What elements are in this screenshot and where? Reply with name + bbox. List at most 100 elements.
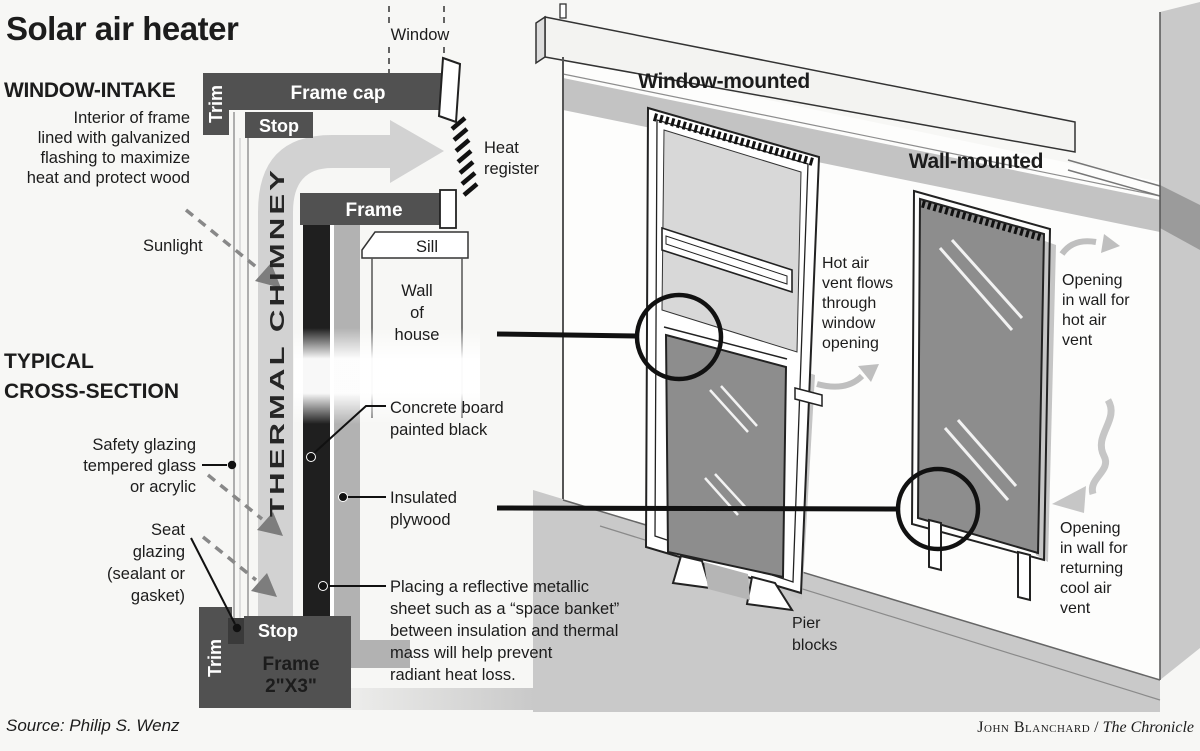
svg-text:Hot air: Hot air [822, 255, 870, 272]
svg-text:through: through [822, 295, 876, 312]
svg-text:house: house [395, 326, 440, 344]
opening-hot-label: Opening in wall for hot air vent [1062, 272, 1130, 349]
trim-top-box [203, 73, 229, 135]
callout-connectors [496, 292, 981, 552]
svg-text:2"X3": 2"X3" [265, 676, 317, 697]
source-credit: Source: Philip S. Wenz [6, 716, 180, 735]
safety-glazing-label: Safety glazing tempered glass or acrylic [83, 436, 196, 496]
bottom-filler-block [312, 616, 351, 644]
house-exterior-scene: Window-mounted Wall-mounted Hot air vent… [300, 2, 1200, 712]
opening-cool-label: Opening in wall for returning cool air v… [1060, 520, 1128, 617]
credit-separator: / [1090, 719, 1102, 736]
wall-mounted-title: Wall-mounted [909, 150, 1043, 173]
insulated-plywood-label: Insulated plywood [390, 489, 457, 529]
thermal-chimney-label: THERMAL CHIMNEY [267, 167, 289, 517]
svg-text:register: register [484, 160, 540, 178]
solar-collector-panel [664, 333, 788, 579]
frame-bottom-label: Frame 2"X3" [262, 654, 319, 697]
frame-mid-box [300, 193, 447, 225]
svg-text:gasket): gasket) [131, 587, 185, 605]
window-sash-bar [661, 226, 793, 294]
frame-mid-label: Frame [345, 200, 402, 221]
airflow-arrows [816, 234, 1120, 513]
trim-bottom-label: Trim [205, 639, 225, 677]
publication-name: The Chronicle [1103, 719, 1194, 736]
window-intake-heading: WINDOW-INTAKE [4, 79, 176, 102]
concrete-board-label: Concrete board painted black [390, 399, 504, 439]
page-title: Solar air heater [6, 10, 239, 47]
svg-text:painted black: painted black [390, 421, 488, 439]
hot-air-flow-arrowhead [858, 364, 879, 382]
svg-text:in wall for: in wall for [1060, 540, 1128, 557]
svg-text:tempered glass: tempered glass [83, 457, 196, 475]
seat-glazing-label: Seat glazing (sealant or gasket) [107, 521, 185, 605]
section-break-fade [294, 328, 480, 424]
panel-leg-right [1017, 550, 1031, 602]
svg-text:hot air: hot air [1062, 312, 1107, 329]
svg-text:lined with galvanized: lined with galvanized [38, 129, 190, 147]
eave-shadow-band [563, 78, 1160, 232]
svg-text:blocks: blocks [792, 637, 837, 654]
wall-mounted-unit [910, 189, 1056, 602]
svg-text:plywood: plywood [390, 511, 451, 529]
svg-text:flashing to maximize: flashing to maximize [41, 149, 190, 167]
svg-text:of: of [410, 304, 424, 322]
window-mounted-title: Window-mounted [638, 70, 810, 93]
window-reference-lines [388, 6, 445, 73]
svg-text:sheet such as a “space banket”: sheet such as a “space banket” [390, 600, 619, 618]
sunlight-arrows [184, 208, 283, 597]
cross-section-heading: TYPICAL CROSS-SECTION [4, 350, 179, 403]
svg-text:in wall for: in wall for [1062, 292, 1130, 309]
window-sash-bar-inner [665, 235, 788, 285]
svg-text:Frame: Frame [262, 654, 319, 675]
wall-of-house-label: Wall of house [395, 282, 440, 344]
svg-text:CROSS-SECTION: CROSS-SECTION [4, 380, 179, 403]
svg-text:Seat: Seat [151, 521, 185, 539]
svg-text:window: window [821, 315, 876, 332]
heat-register-label: Heat register [484, 139, 540, 178]
svg-text:Insulated: Insulated [390, 489, 457, 507]
artist-name: John Blanchard [977, 719, 1090, 736]
svg-text:vent: vent [1060, 600, 1091, 617]
window-pane-mid [439, 189, 457, 229]
pier-blocks-label: Pier blocks [792, 615, 837, 654]
artist-credit: John Blanchard / The Chronicle [977, 719, 1194, 736]
cool-air-return-arrowhead [1052, 486, 1086, 513]
side-face-shadow-band [1160, 185, 1200, 250]
building-side-face [1160, 2, 1200, 680]
sunlight-label: Sunlight [143, 237, 203, 255]
connector-line-window [496, 331, 639, 339]
sunlight-arrowhead-3 [251, 573, 277, 597]
callout-circle-window [634, 292, 724, 382]
svg-text:Interior of frame: Interior of frame [74, 109, 190, 127]
intro-text: Interior of frame lined with galvanized … [27, 109, 190, 187]
svg-text:Placing a reflective metallic: Placing a reflective metallic [390, 578, 589, 596]
svg-text:between insulation and thermal: between insulation and thermal [390, 622, 618, 640]
heat-register-hatches [450, 116, 479, 197]
stop-bottom-label: Stop [258, 621, 298, 641]
panel-frame-outer [910, 189, 1052, 562]
window-pane-top [437, 56, 462, 124]
insulated-plywood [334, 200, 360, 652]
cool-air-return-arrow [1088, 398, 1115, 496]
stop-top-label: Stop [259, 116, 299, 136]
frame-bottom-box [231, 644, 351, 708]
svg-text:Opening: Opening [1062, 272, 1123, 289]
top-vent-hatch-band-2 [921, 200, 1043, 242]
stop-bottom-box [244, 616, 312, 644]
svg-text:Concrete board: Concrete board [390, 399, 504, 417]
svg-text:Opening: Opening [1060, 520, 1121, 537]
siding-trim-line-3 [1067, 169, 1161, 197]
svg-text:vent: vent [1062, 332, 1093, 349]
eave-tick [559, 3, 567, 19]
reflective-note-label: Placing a reflective metallic sheet such… [390, 578, 619, 684]
under-panel-shadow [704, 562, 750, 600]
hot-air-out-arrow [1059, 238, 1097, 256]
glazing-layers [233, 112, 249, 626]
hot-air-flow-arrow [816, 373, 865, 390]
sill-label: Sill [416, 238, 438, 256]
svg-text:Safety glazing: Safety glazing [92, 436, 196, 454]
panel-leg-left [928, 518, 942, 572]
eave-beam-endcap [535, 15, 546, 65]
